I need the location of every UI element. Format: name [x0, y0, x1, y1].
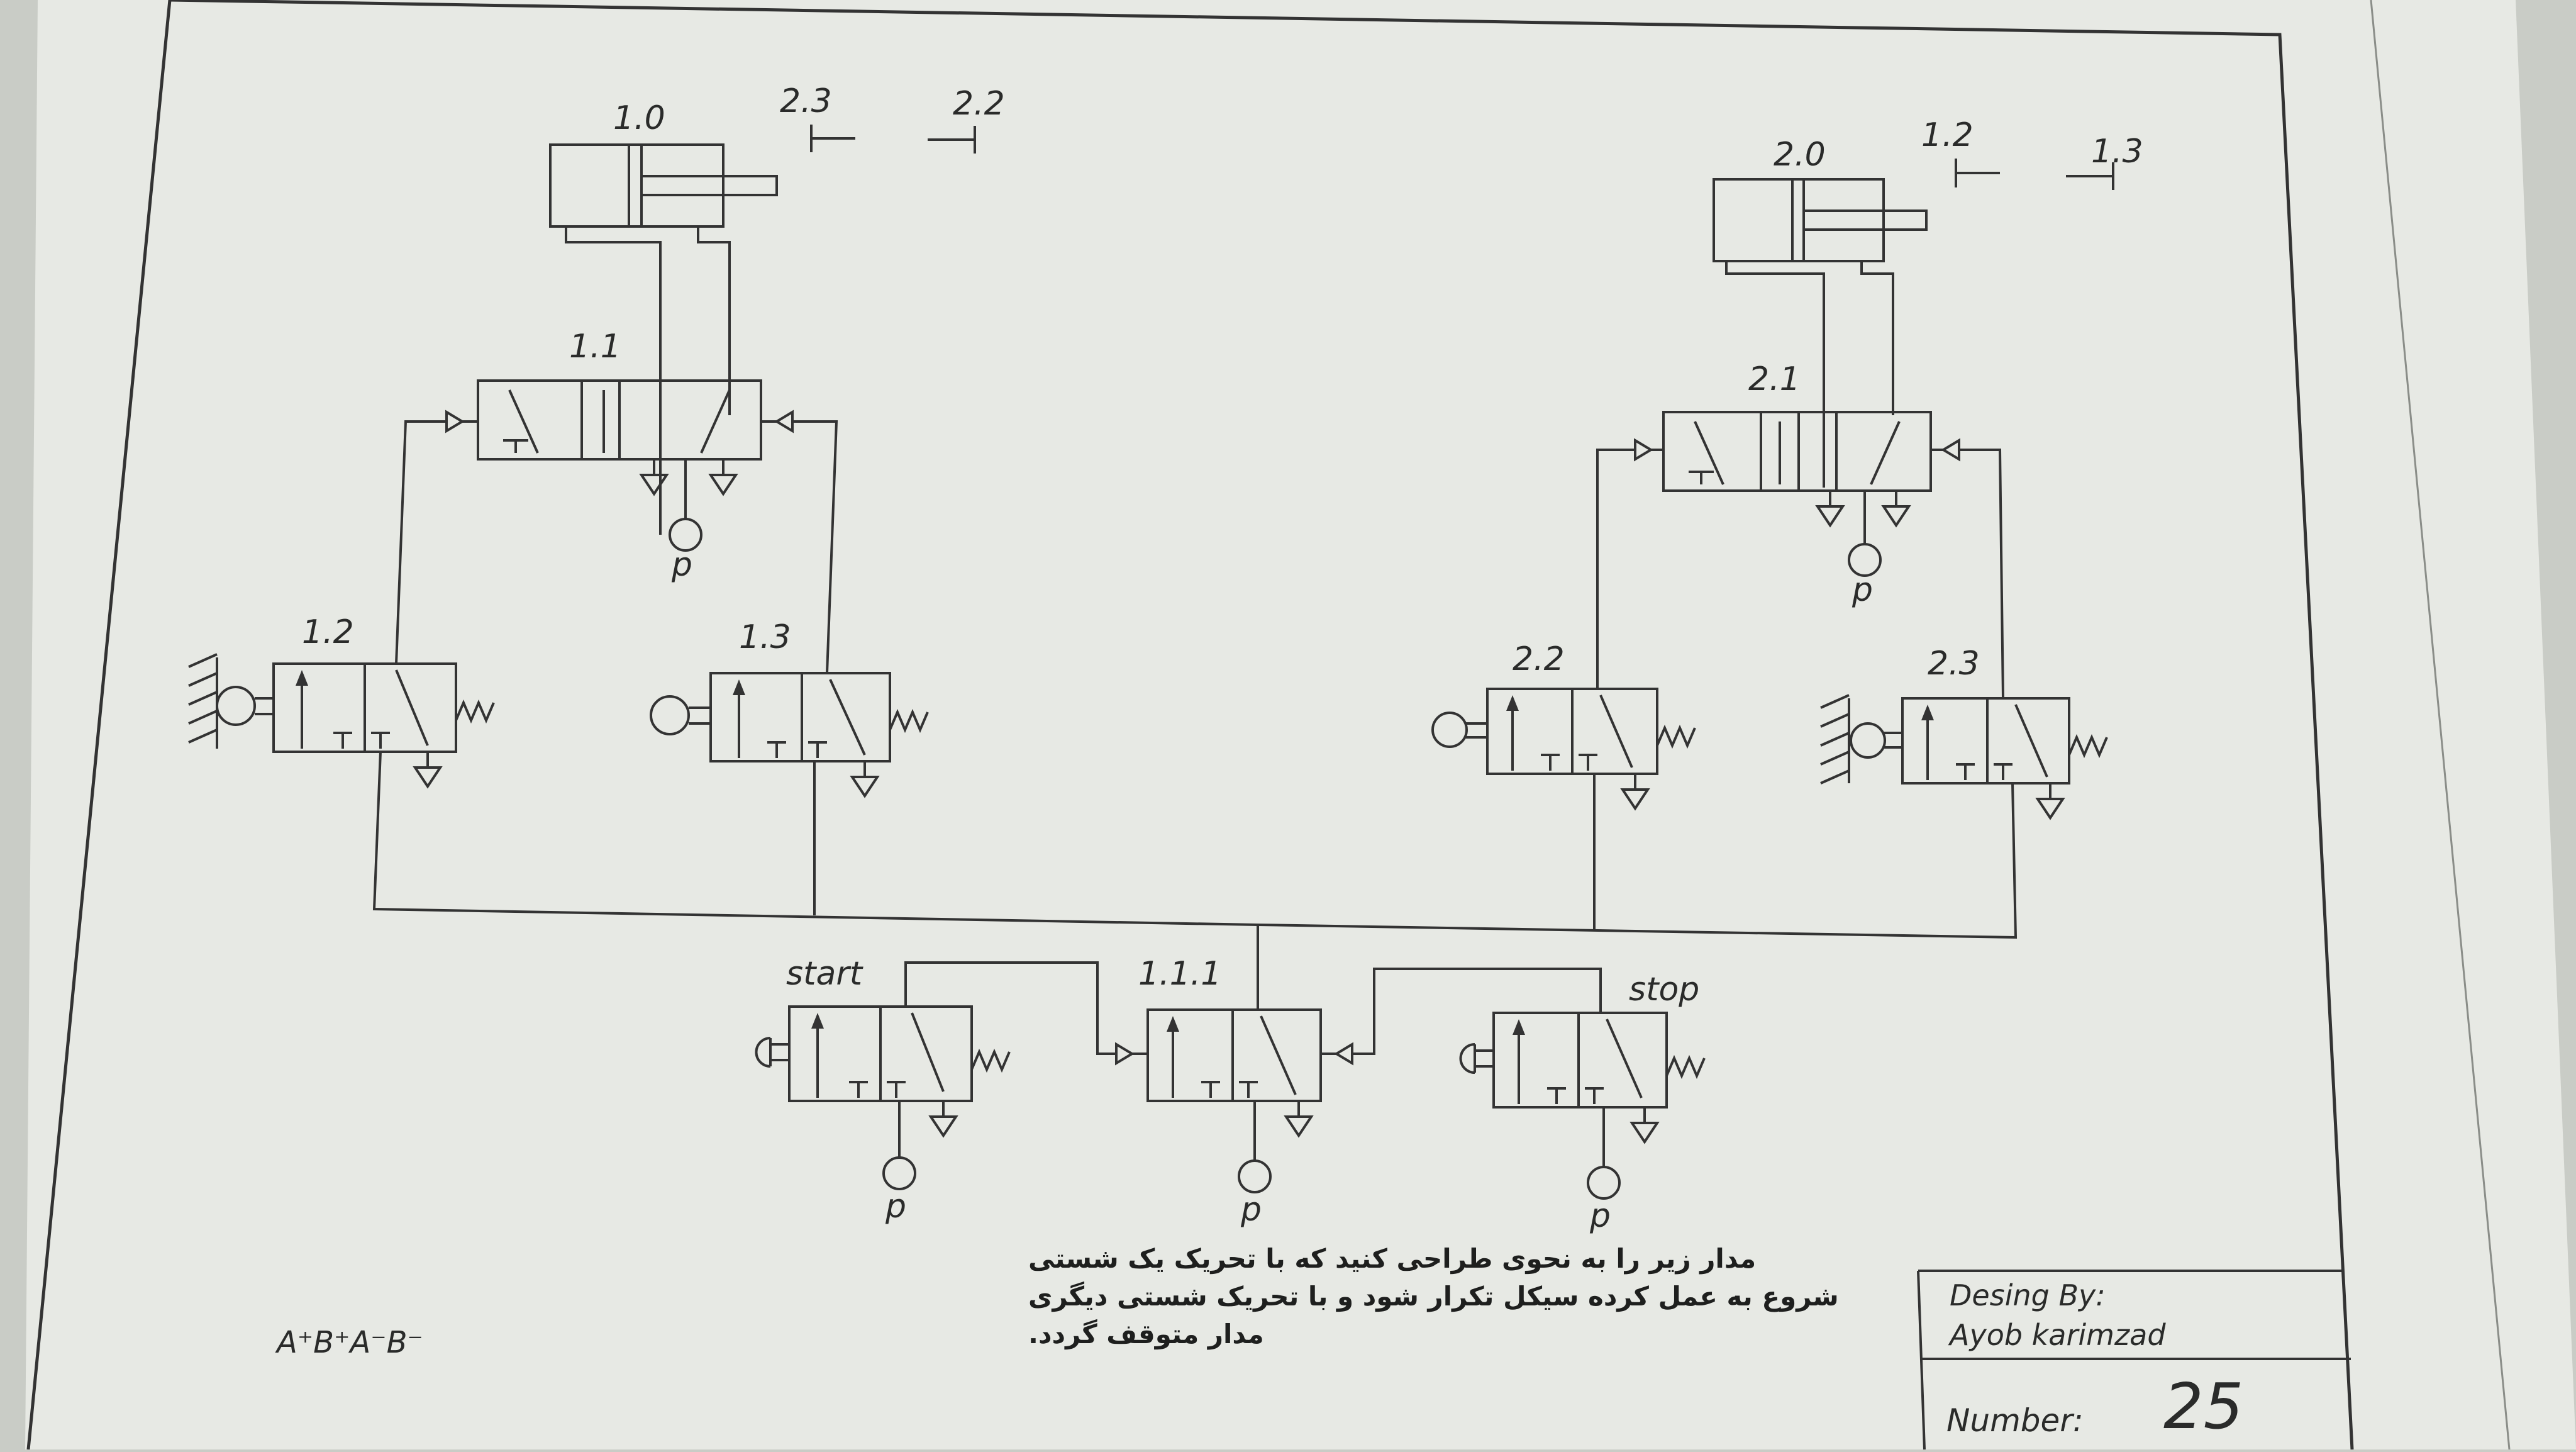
limit-label-1-3: 1.3 [2091, 133, 2143, 170]
pressure-label-1-1: p [671, 546, 692, 584]
designed-by-label: Desing By: [1950, 1278, 2106, 1312]
valve-stop [1459, 1012, 1706, 1200]
valve-1-1-1-label: 1.1.1 [1138, 955, 1221, 993]
valve-start-label: start [786, 955, 863, 993]
instruction-line-2: شروع به عمل کرده سیکل تکرار شود و با تحر… [1028, 1281, 1839, 1312]
valve-2-1 [1634, 411, 1960, 577]
designer-name: Ayob karimzad [1948, 1318, 2166, 1352]
cylinder-1-0-label: 1.0 [613, 99, 665, 137]
title-block [1917, 1270, 2351, 1450]
number-value: 25 [2163, 1370, 2243, 1443]
sequence-label: A⁺B⁺A⁻B⁻ [275, 1325, 423, 1360]
valve-2-3 [1820, 694, 2108, 819]
pressure-label-stop: p [1589, 1197, 1611, 1235]
pilot-line-2-1-right [1959, 449, 2004, 699]
cylinder-2-0 [1713, 178, 1928, 488]
valve-1-2-label: 1.2 [302, 613, 354, 651]
border-left [26, 0, 172, 1450]
valve-2-3-label: 2.3 [1928, 645, 1980, 683]
stop-to-memory-line [1352, 968, 1602, 1055]
pilot-line-1-1-right [792, 420, 838, 674]
paper-sheet [25, 0, 2576, 1449]
cylinder-2-0-label: 2.0 [1774, 136, 1826, 174]
border-frame-outer [2370, 0, 2511, 1450]
pressure-label-2-1: p [1852, 571, 1873, 609]
limit-label-1-2: 1.2 [1921, 116, 1974, 154]
valve-1-1-1 [1115, 1008, 1353, 1193]
instruction-line-3: مدار متوقف گردد. [1028, 1319, 1264, 1350]
start-to-memory-line [904, 961, 1116, 1055]
pilot-line-2-1-left [1596, 449, 1635, 689]
valve-1-3 [650, 672, 929, 797]
valve-1-1-label: 1.1 [569, 328, 621, 366]
instruction-line-1: مدار زیر را به نحوی طراحی کنید که با تحر… [1028, 1243, 1756, 1275]
pilot-line-1-1-left [395, 420, 447, 664]
limit-marker-2-3 [810, 125, 855, 152]
number-label: Number: [1946, 1402, 2084, 1439]
limit-label-2-3: 2.3 [780, 82, 832, 120]
valve-1-1 [445, 379, 794, 552]
valve-1-3-label: 1.3 [739, 618, 791, 656]
supply-line-left [372, 751, 1258, 926]
valve-2-2 [1431, 688, 1696, 810]
valve-stop-label: stop [1629, 971, 1699, 1008]
limit-marker-2-2 [928, 126, 976, 154]
limit-marker-1-2 [1955, 159, 2000, 187]
limit-label-2-2: 2.2 [953, 85, 1005, 123]
valve-2-2-label: 2.2 [1513, 640, 1565, 678]
pressure-label-1-1-1: p [1240, 1191, 1262, 1229]
valve-start [755, 1005, 1011, 1190]
border-frame [169, 0, 2354, 1450]
limit-marker-1-3 [2066, 162, 2114, 190]
valve-2-1-label: 2.1 [1748, 360, 1801, 398]
valve-1-2 [188, 653, 495, 788]
pressure-label-start: p [885, 1188, 906, 1226]
supply-line-right [1257, 783, 2018, 939]
